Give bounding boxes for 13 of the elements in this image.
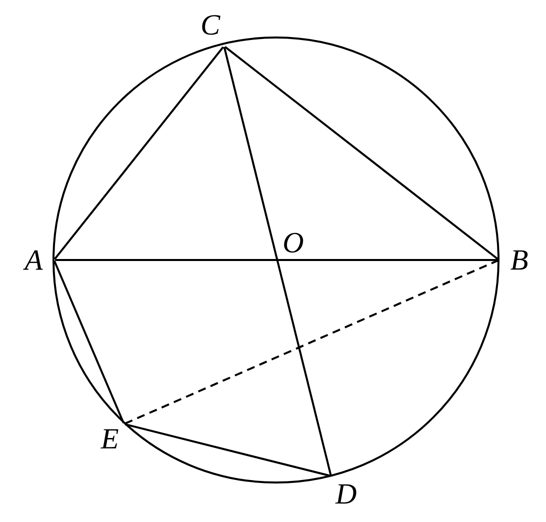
line-segment [124, 260, 498, 424]
line-segment [124, 423, 330, 477]
point-label: B [510, 250, 528, 270]
point-label: A [23, 250, 43, 270]
point-label: E [100, 429, 118, 448]
line-segment [223, 46, 332, 476]
line-segment [54, 260, 124, 424]
line-segment [54, 46, 224, 260]
line-segment [55, 259, 498, 261]
line-segment [224, 46, 499, 260]
point-label: O [284, 232, 304, 253]
point-label: C [202, 15, 220, 35]
point-label: D [335, 484, 356, 504]
